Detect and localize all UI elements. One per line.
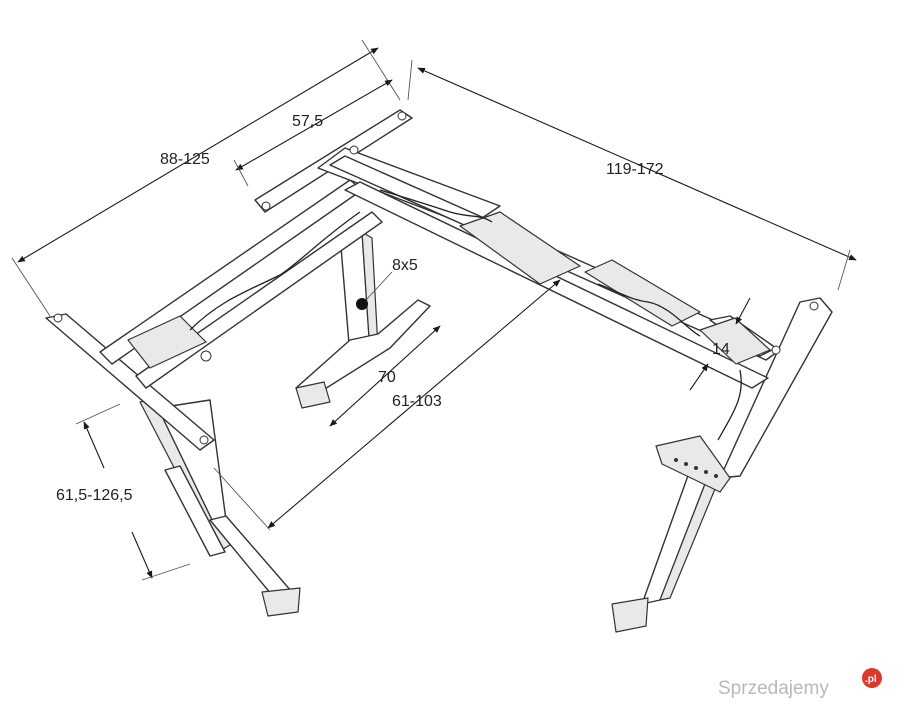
bolt-icon — [397, 111, 407, 121]
watermark-badge-icon — [862, 668, 882, 688]
dim-label-inner-span: 61-103 — [392, 393, 442, 410]
bolt-icon — [199, 435, 209, 445]
bolt-icon — [53, 313, 63, 323]
dim-label-depth-left: 88-125 — [160, 151, 210, 168]
dim-label-beam-height: 14 — [712, 341, 730, 358]
dim-label-width-right: 119-172 — [606, 161, 664, 178]
dim-label-column-profile: 8x5 — [392, 257, 418, 274]
dim-label-foot-center: 70 — [378, 369, 396, 386]
bolt-icon — [200, 350, 212, 362]
bolt-icon — [771, 345, 781, 355]
bolt-icon — [261, 201, 271, 211]
watermark: Sprzedajemy .pl — [718, 668, 882, 699]
bolt-icon — [809, 301, 819, 311]
left-front-leg — [139, 397, 301, 617]
bolt-icon — [349, 145, 359, 155]
dim-label-height-range: 61,5-126,5 — [56, 487, 133, 504]
watermark-text: Sprzedajemy — [718, 678, 829, 699]
dim-label-foot-left: 57,5 — [292, 113, 323, 130]
watermark-badge-text: .pl — [865, 674, 877, 685]
control-panel — [655, 435, 731, 493]
right-leg — [611, 297, 833, 633]
dimension-lines — [11, 39, 857, 581]
